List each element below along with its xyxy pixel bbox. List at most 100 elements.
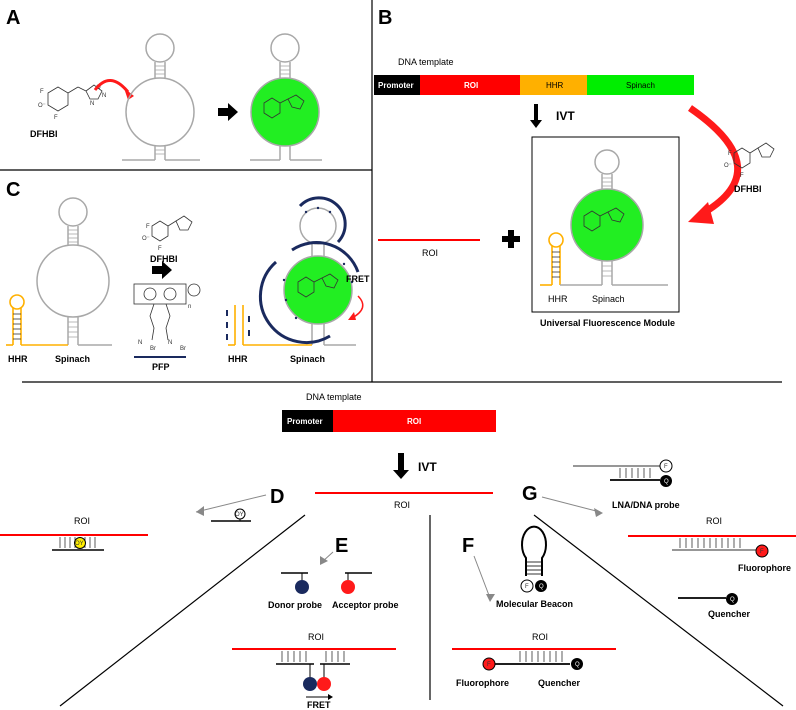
oy-label-free: OY	[235, 512, 244, 518]
atom-br: Br	[150, 346, 156, 352]
pointer-arrow-d	[195, 494, 267, 513]
atom-n: N	[102, 93, 106, 99]
atom-f: F	[54, 115, 58, 121]
atom-f: F	[740, 173, 744, 179]
atom-f: F	[40, 89, 44, 95]
acceptor-probe-label: Acceptor probe	[332, 600, 399, 610]
panel-g: G F Q LNA/DNA probe ROI F Fluorophore	[522, 459, 796, 619]
universal-module-label: Universal Fluorescence Module	[540, 318, 675, 328]
f-fluor-label: F	[487, 662, 491, 668]
panel-g-label: G	[522, 483, 538, 505]
hhr-c	[6, 294, 25, 346]
panel-c-label: C	[6, 179, 20, 201]
fret-label-e: FRET	[307, 700, 331, 710]
oy-label-bound: OY	[75, 541, 84, 547]
panel-e-label: E	[335, 535, 348, 557]
fret-label-c: FRET	[346, 274, 370, 284]
donor-probe-label: Donor probe	[268, 600, 322, 610]
dfhbi-label-a: DFHBI	[30, 129, 58, 139]
segment-spinach: Spinach	[626, 81, 655, 90]
hhr-label-c: HHR	[8, 354, 28, 364]
pointer-arrow-f	[473, 555, 491, 599]
hhr-label-c2: HHR	[228, 354, 248, 364]
curved-arrow-icon	[688, 105, 741, 219]
bottom-section: DNA template Promoter ROI IVT ROI D OY R…	[0, 392, 796, 710]
molecular-beacon	[521, 525, 547, 576]
roi-label-b: ROI	[422, 248, 438, 258]
molecular-beacon-label: Molecular Beacon	[496, 599, 573, 609]
panel-b-label: B	[378, 7, 392, 29]
dfhbi-molecule-b: F O⁻ F	[724, 142, 775, 179]
dna-template-bar-bottom: Promoter ROI	[282, 410, 496, 432]
hhr-spinach-module	[540, 149, 668, 286]
acceptor-dye-bound	[317, 677, 331, 691]
donor-dye-bound	[303, 677, 317, 691]
panel-a: A F O⁻ F O N N DFHBI	[6, 7, 322, 161]
panel-a-label: A	[6, 7, 20, 29]
panel-f-label: F	[462, 535, 474, 557]
atom-n: N	[138, 340, 142, 346]
atom-f: F	[158, 246, 162, 252]
oy-dye-bound	[74, 537, 86, 549]
atom-n: N	[168, 340, 172, 346]
atom-br: Br	[180, 346, 186, 352]
roi-label-e: ROI	[308, 632, 324, 642]
universal-module-box	[531, 136, 680, 313]
segment-roi: ROI	[407, 417, 421, 426]
right-arrow-icon	[152, 261, 172, 279]
spinach-label-c2: Spinach	[290, 354, 325, 364]
roi-label-center: ROI	[394, 500, 410, 510]
down-arrow-icon	[393, 453, 409, 479]
dfhbi-label-c: DFHBI	[150, 254, 178, 264]
f-quench-label: Q	[575, 662, 580, 668]
curved-arrow-icon	[93, 79, 130, 93]
segment-promoter: Promoter	[378, 81, 414, 90]
segment-roi: ROI	[464, 81, 478, 90]
dfhbi-molecule-c: F O⁻ F	[142, 215, 193, 252]
panel-b: B DNA template Promoter ROI HHR Spinach …	[374, 7, 775, 328]
roi-label-g: ROI	[706, 516, 722, 526]
fluorophore-label-g: Fluorophore	[738, 563, 791, 573]
beacon-q-label: Q	[539, 584, 544, 590]
fluorophore-label-f: Fluorophore	[456, 678, 509, 688]
pfp-polymer: n N Br N Br	[133, 283, 201, 352]
atom-n-sub: n	[188, 304, 191, 310]
hhr-spinach-pfp-complex	[226, 196, 364, 346]
ivt-label-bottom: IVT	[418, 460, 437, 474]
oy-dye-free	[234, 508, 246, 520]
spinach-c	[21, 197, 112, 346]
right-arrow-icon	[218, 103, 238, 121]
curved-arrow-head	[124, 88, 134, 100]
beacon-f-label: F	[525, 584, 529, 590]
atom-o: O⁻	[142, 236, 150, 242]
plus-icon	[502, 230, 520, 248]
pointer-arrow-g	[541, 496, 601, 513]
spinach-label-b: Spinach	[592, 294, 625, 304]
down-arrow-icon	[530, 104, 542, 128]
dfhbi-molecule-a: F O⁻ F O N N	[38, 84, 106, 121]
segment-hhr: HHR	[546, 81, 564, 90]
g-probe-q-label: Q	[664, 479, 669, 485]
panel-c: C HHR Spinach	[6, 179, 370, 372]
pfp-label: PFP	[152, 362, 170, 372]
lna-dna-probe-label: LNA/DNA probe	[612, 500, 680, 510]
g-quench-q-label: Q	[730, 597, 735, 603]
dna-template-bar-b: Promoter ROI HHR Spinach	[374, 75, 694, 95]
spinach-label-c: Spinach	[55, 354, 90, 364]
donor-dye	[295, 580, 309, 594]
curved-arrow-head	[688, 202, 714, 224]
roi-label-f: ROI	[532, 632, 548, 642]
dna-template-label-bottom: DNA template	[306, 392, 362, 402]
segment-promoter: Promoter	[287, 417, 323, 426]
panel-f: F F Q Molecular Beacon ROI F Q Fluoropho…	[452, 525, 616, 688]
g-fluor-f-label: F	[760, 549, 764, 555]
atom-f: F	[146, 224, 150, 230]
section-dividers	[59, 514, 784, 707]
spinach-aptamer-empty	[122, 33, 200, 161]
acceptor-dye	[341, 580, 355, 594]
atom-n: N	[90, 101, 94, 107]
atom-o: O⁻	[724, 163, 732, 169]
spinach-aptamer-bound	[250, 33, 322, 161]
atom-f: F	[728, 151, 732, 157]
